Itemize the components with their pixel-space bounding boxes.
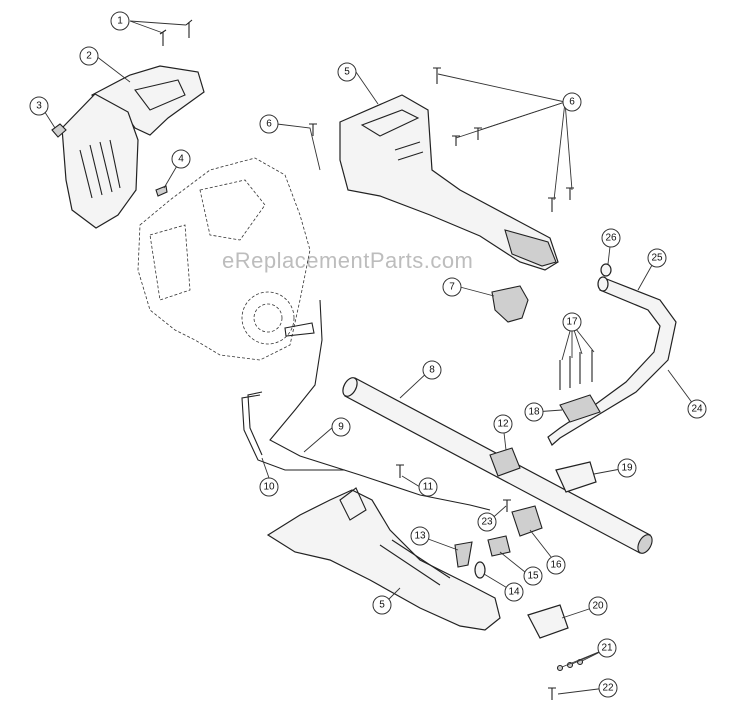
callout-10: 10	[259, 477, 279, 497]
svg-text:5: 5	[344, 67, 350, 78]
callout-1: 1	[110, 11, 130, 31]
svg-text:14: 14	[508, 587, 520, 598]
callout-20: 20	[588, 596, 608, 616]
clamp-18	[559, 394, 601, 423]
svg-text:11: 11	[423, 482, 434, 493]
bolts-17	[559, 350, 593, 390]
svg-text:12: 12	[497, 419, 509, 430]
callout-9: 9	[331, 417, 351, 437]
callout-23: 23	[477, 512, 497, 532]
callout-18: 18	[524, 402, 544, 422]
svg-text:23: 23	[481, 517, 493, 528]
small-parts	[454, 499, 543, 579]
callout-17: 17	[562, 312, 582, 332]
svg-text:20: 20	[592, 601, 604, 612]
callout-16: 16	[546, 555, 566, 575]
svg-text:10: 10	[263, 482, 275, 493]
watermark-text: eReplacementParts.com	[222, 248, 474, 273]
svg-text:18: 18	[528, 407, 540, 418]
callout-2: 2	[79, 46, 99, 66]
svg-text:9: 9	[338, 422, 344, 433]
callout-12: 12	[493, 414, 513, 434]
svg-text:6: 6	[266, 119, 272, 130]
engine-cover	[61, 65, 205, 229]
svg-text:22: 22	[602, 683, 614, 694]
callout-5-lower: 5	[372, 595, 392, 615]
svg-text:8: 8	[429, 365, 435, 376]
svg-text:6: 6	[569, 97, 575, 108]
svg-text:1: 1	[117, 16, 123, 27]
upper-housing	[339, 94, 559, 271]
trigger-part	[491, 285, 529, 323]
callout-6-right: 6	[562, 92, 582, 112]
screw-4	[155, 185, 168, 197]
svg-text:16: 16	[550, 560, 562, 571]
bushing-26	[600, 263, 612, 277]
callout-11: 11	[418, 477, 438, 497]
callout-15: 15	[523, 566, 543, 586]
clamp-19	[555, 461, 597, 493]
callout-5-upper: 5	[337, 62, 357, 82]
screw-11	[396, 464, 404, 478]
callout-26: 26	[601, 228, 621, 248]
callout-8: 8	[422, 360, 442, 380]
svg-text:4: 4	[178, 154, 184, 165]
svg-text:15: 15	[527, 571, 539, 582]
callout-21: 21	[597, 638, 617, 658]
clamp-20	[527, 604, 569, 639]
svg-text:13: 13	[414, 531, 426, 542]
callout-13: 13	[410, 526, 430, 546]
svg-text:7: 7	[449, 282, 455, 293]
svg-text:2: 2	[86, 51, 92, 62]
engine-assembly	[137, 157, 315, 361]
callout-14: 14	[504, 582, 524, 602]
svg-text:17: 17	[566, 317, 578, 328]
callout-7: 7	[442, 277, 462, 297]
svg-text:21: 21	[601, 643, 613, 654]
bent-tube	[547, 276, 677, 446]
callout-22: 22	[598, 678, 618, 698]
svg-text:5: 5	[379, 600, 385, 611]
tube-clamp	[489, 447, 521, 477]
lower-housing	[266, 487, 501, 631]
screw-3	[51, 123, 67, 138]
screw-1a	[159, 19, 193, 46]
callout-4: 4	[171, 149, 191, 169]
callout-6-left: 6	[259, 114, 279, 134]
svg-text:3: 3	[36, 101, 42, 112]
callout-19: 19	[617, 458, 637, 478]
svg-text:25: 25	[651, 253, 663, 264]
cables	[241, 299, 491, 511]
callout-25: 25	[647, 248, 667, 268]
svg-text:26: 26	[605, 233, 617, 244]
callout-24: 24	[687, 399, 707, 419]
svg-text:24: 24	[691, 404, 703, 415]
callout-3: 3	[29, 96, 49, 116]
svg-text:19: 19	[621, 463, 633, 474]
